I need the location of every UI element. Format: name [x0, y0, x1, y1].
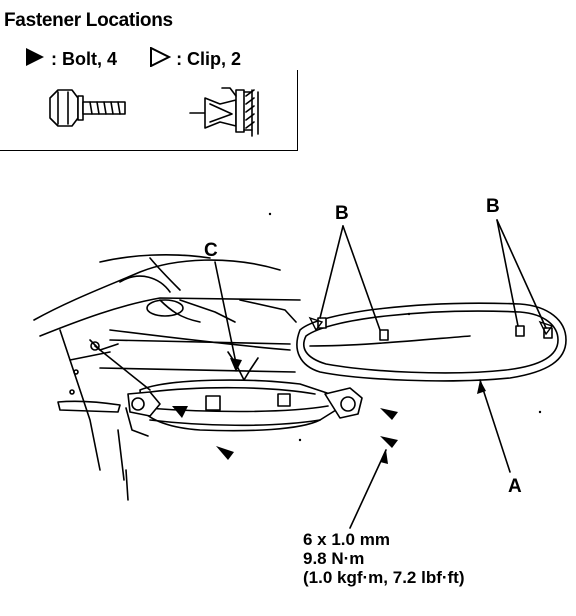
legend-bolt-label: : Bolt, 4: [51, 49, 118, 69]
arrow-A-head-icon: [477, 380, 486, 394]
diagram-title: Fastener Locations: [4, 10, 173, 31]
clip-marker-icon: [538, 320, 554, 336]
clip-illustration-icon: [189, 87, 259, 137]
legend-clip-label: : Clip, 2: [176, 49, 242, 69]
tail-light-housing: [125, 351, 363, 437]
bolt-marker-icon: [380, 436, 398, 448]
legend-frame: [0, 70, 298, 151]
clip-markers: [308, 316, 554, 336]
callout-C: C: [204, 240, 218, 261]
torque-value: 9.8 N·m: [303, 549, 365, 568]
vehicle-body-outline: [33, 253, 301, 501]
bolt-marker-icon: [216, 446, 234, 460]
fastener-markers: [172, 358, 486, 464]
callout-A: A: [508, 476, 522, 497]
cover-lid-A: [296, 302, 567, 382]
arrow-C-head-icon: [230, 358, 242, 372]
bolt-marker-icon: [172, 406, 188, 418]
bolt-symbol-icon: [24, 47, 46, 72]
bolt-size: 6 x 1.0 mm: [303, 530, 390, 549]
torque-spec: 6 x 1.0 mm 9.8 N·m (1.0 kgf·m, 7.2 lbf·f…: [303, 530, 465, 587]
bolt-marker-icon: [380, 408, 398, 420]
clip-marker-icon: [308, 316, 324, 332]
callout-B-left: B: [335, 203, 349, 224]
clip-symbol-icon: [149, 46, 172, 72]
torque-alt-units: (1.0 kgf·m, 7.2 lbf·ft): [303, 568, 465, 587]
spec-arrow-head-icon: [380, 450, 388, 464]
callout-B-right: B: [486, 196, 500, 217]
legend: : Bolt, 4 : Clip, 2: [24, 46, 242, 72]
bolt-illustration-icon: [49, 89, 126, 127]
callout-leader-lines: [94, 219, 547, 529]
